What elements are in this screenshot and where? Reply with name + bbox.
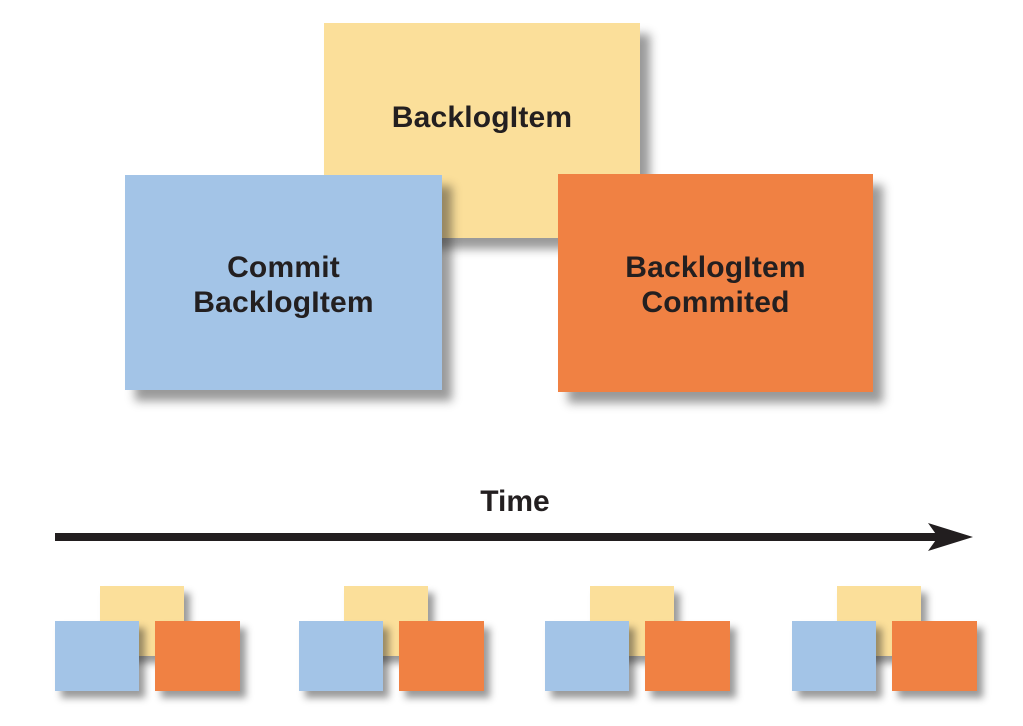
time-arrow [55, 523, 973, 551]
mini-note-blue [792, 621, 876, 691]
mini-note-blue [299, 621, 383, 691]
mini-note-blue [545, 621, 629, 691]
time-axis-label: Time [480, 485, 550, 518]
time-arrowhead-icon [928, 523, 973, 551]
mini-note-orange [155, 621, 240, 691]
card-commit-backlogitem-label: Commit BacklogItem [193, 250, 374, 320]
note-cluster [545, 586, 730, 691]
mini-note-orange [399, 621, 484, 691]
card-backlog-item-label: BacklogItem [391, 101, 573, 134]
card-commit-backlogitem: Commit BacklogItem [125, 175, 442, 390]
label-line-1: BacklogItem [625, 251, 806, 284]
note-cluster [55, 586, 240, 691]
label-line-1: Commit [227, 251, 340, 284]
label-line-2: Commited [641, 286, 790, 319]
label-line-2: BacklogItem [193, 286, 374, 319]
card-backlogitem-commited-label: BacklogItem Commited [625, 250, 806, 320]
note-cluster [792, 586, 977, 691]
note-cluster-row [0, 586, 1023, 706]
note-cluster [299, 586, 484, 691]
card-backlogitem-commited: BacklogItem Commited [558, 174, 873, 392]
mini-note-blue [55, 621, 139, 691]
mini-note-orange [892, 621, 977, 691]
mini-note-orange [645, 621, 730, 691]
